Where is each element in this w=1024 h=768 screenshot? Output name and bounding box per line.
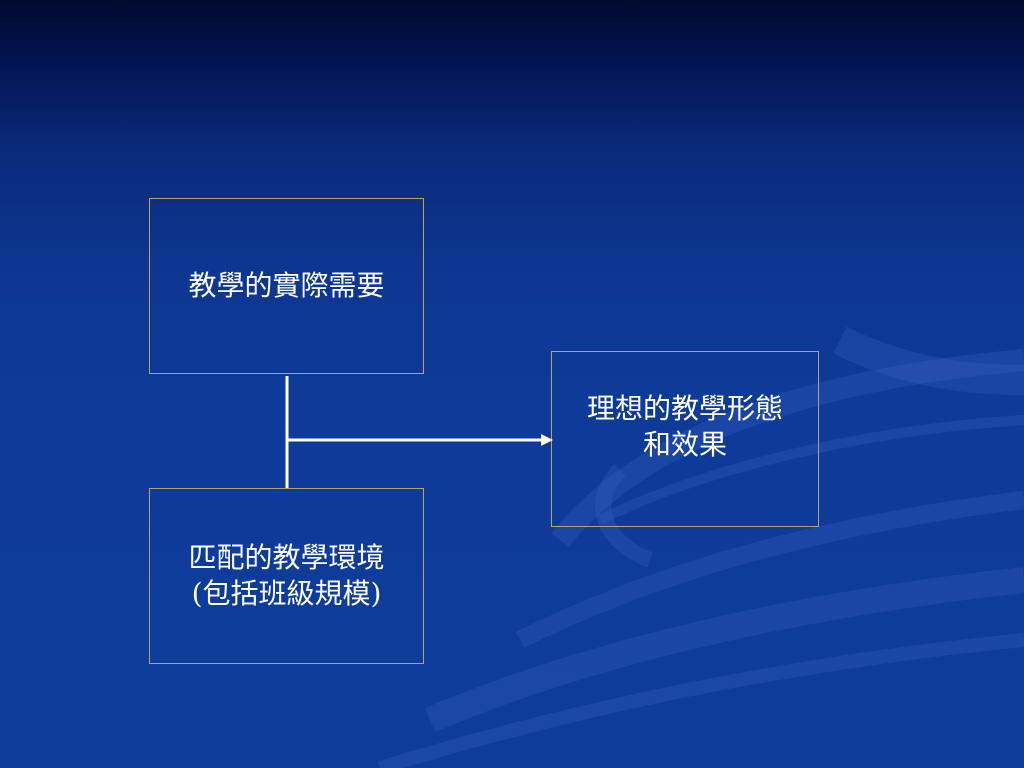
node-teaching-environment: 匹配的教學環境 (包括班級規模) — [149, 488, 424, 664]
node-teaching-needs-label: 教學的實際需要 — [188, 269, 385, 302]
node-ideal-outcome-sublabel: 和效果 — [642, 428, 727, 461]
arrowhead-icon — [541, 434, 553, 446]
node-teaching-needs: 教學的實際需要 — [149, 198, 424, 374]
node-ideal-outcome: 理想的教學形態 和效果 — [551, 351, 819, 527]
node-teaching-environment-sublabel: (包括班級規模) — [191, 577, 382, 610]
node-ideal-outcome-label: 理想的教學形態 — [586, 392, 783, 425]
node-teaching-environment-label: 匹配的教學環境 — [188, 541, 385, 574]
